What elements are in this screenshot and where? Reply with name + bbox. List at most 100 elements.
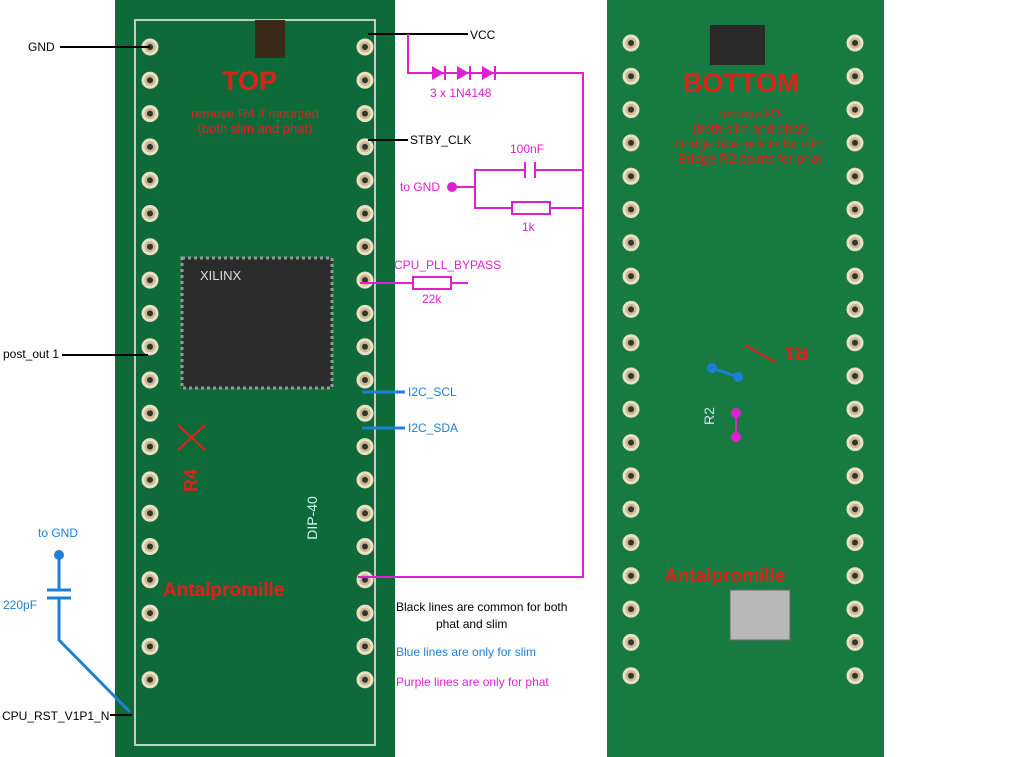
r2-label: R2 [700, 407, 717, 425]
res-1k-label: 1k [522, 220, 535, 234]
pin-hole [147, 177, 153, 184]
pin-hole [628, 406, 634, 413]
pin-hole [628, 339, 634, 346]
pin-hole [852, 73, 858, 80]
r4-label: R4 [181, 468, 202, 493]
pin-hole [147, 410, 153, 417]
chip-label: XILINX [200, 268, 242, 283]
pin-hole [147, 676, 153, 683]
r1-label: R1 [785, 343, 809, 363]
pin-hole [147, 643, 153, 650]
pin-hole [362, 510, 368, 517]
blue-bridge-points [54, 363, 743, 560]
top-board-pins [141, 38, 374, 689]
pin-hole [628, 40, 634, 46]
pin-hole [852, 106, 858, 113]
pin-hole [362, 110, 368, 117]
pin-hole [362, 243, 368, 250]
pin-hole [852, 339, 858, 346]
pin-hole [852, 273, 858, 280]
diodes-label: 3 x 1N4148 [430, 86, 492, 100]
pin-hole [362, 343, 368, 350]
cpu-rst-label: CPU_RST_V1P1_N [2, 709, 110, 723]
pin-hole [147, 110, 153, 117]
pin-hole [362, 44, 368, 50]
cap-220pf-label: 220pF [3, 598, 38, 612]
pin-hole [362, 610, 368, 617]
pin-hole [852, 373, 858, 379]
diode-symbols [432, 66, 741, 442]
legend-blue: Blue lines are only for slim [396, 645, 537, 659]
pin-hole [852, 206, 858, 213]
pin-hole [362, 310, 368, 317]
vcc-label: VCC [470, 28, 496, 42]
purple-lines [358, 34, 737, 578]
res-22k-label: 22k [422, 292, 442, 306]
pin-hole [852, 439, 858, 446]
pin-hole [628, 373, 634, 379]
pin-hole [147, 510, 153, 517]
pin-hole [628, 106, 634, 113]
bottom-silk-label: Antalpromille [664, 566, 786, 587]
pin-hole [362, 676, 368, 683]
pin-hole [628, 506, 634, 513]
pin-hole [852, 472, 858, 479]
bottom-note-line4: Bridge R2 points for phat [678, 151, 822, 166]
pin-hole [362, 576, 368, 583]
post-out-label: post_out 1 [3, 347, 60, 361]
pin-hole [852, 606, 858, 613]
pin-hole [362, 210, 368, 217]
top-note-line2: (both slim and phat) [197, 121, 313, 136]
crystal [729, 589, 791, 641]
pin-hole [852, 539, 858, 546]
pin-hole [628, 472, 634, 479]
stby-clk-label: STBY_CLK [410, 133, 472, 147]
bottom-board-pins [622, 34, 864, 685]
pin-hole [852, 139, 858, 146]
pin-hole [362, 277, 368, 284]
pin-hole [147, 277, 153, 284]
pin-hole [852, 40, 858, 46]
pin-hole [628, 173, 634, 180]
i2c-sda-label: I2C_SDA [408, 421, 459, 435]
to-gnd-blue-label: to GND [38, 526, 79, 540]
bottom-note: remove R1(both slim and phat)Bridge blue… [640, 106, 860, 166]
dip-label: DIP-40 [303, 496, 320, 540]
pin-hole [362, 410, 368, 417]
legend-black-1: Black lines are common for both [396, 600, 568, 614]
u2-regulator [710, 25, 765, 65]
top-note-line1: remove R4 if mounted [191, 106, 319, 121]
pin-hole [147, 210, 153, 217]
bottom-note-line2: (both slim and phat) [692, 121, 808, 136]
pin-hole [147, 443, 153, 450]
cpu-pll-bypass-label: CPU_PLL_BYPASS [394, 258, 502, 272]
xilinx-chip [180, 256, 334, 390]
pin-hole [852, 639, 858, 646]
r4-cross [177, 424, 206, 451]
pin-hole [147, 610, 153, 617]
pin-hole [628, 572, 634, 579]
pin-hole [852, 572, 858, 579]
top-title: TOP [222, 66, 278, 96]
pin-hole [362, 443, 368, 450]
pin-hole [628, 206, 634, 213]
pin-hole [628, 439, 634, 446]
bottom-note-line3: Bridge blue points for slim [675, 136, 825, 151]
pin-hole [628, 606, 634, 613]
bottom-title: BOTTOM [683, 68, 800, 98]
pin-hole [362, 377, 368, 383]
pin-hole [147, 77, 153, 84]
pin-hole [362, 143, 368, 150]
pin-hole [852, 173, 858, 180]
pin-hole [362, 543, 368, 550]
pin-hole [852, 239, 858, 246]
legend-black-2: phat and slim [436, 617, 508, 631]
pin-hole [147, 576, 153, 583]
pin-hole [362, 177, 368, 184]
pin-hole [852, 506, 858, 513]
pin-hole [147, 377, 153, 383]
pin-hole [628, 139, 634, 146]
pin-hole [628, 539, 634, 546]
